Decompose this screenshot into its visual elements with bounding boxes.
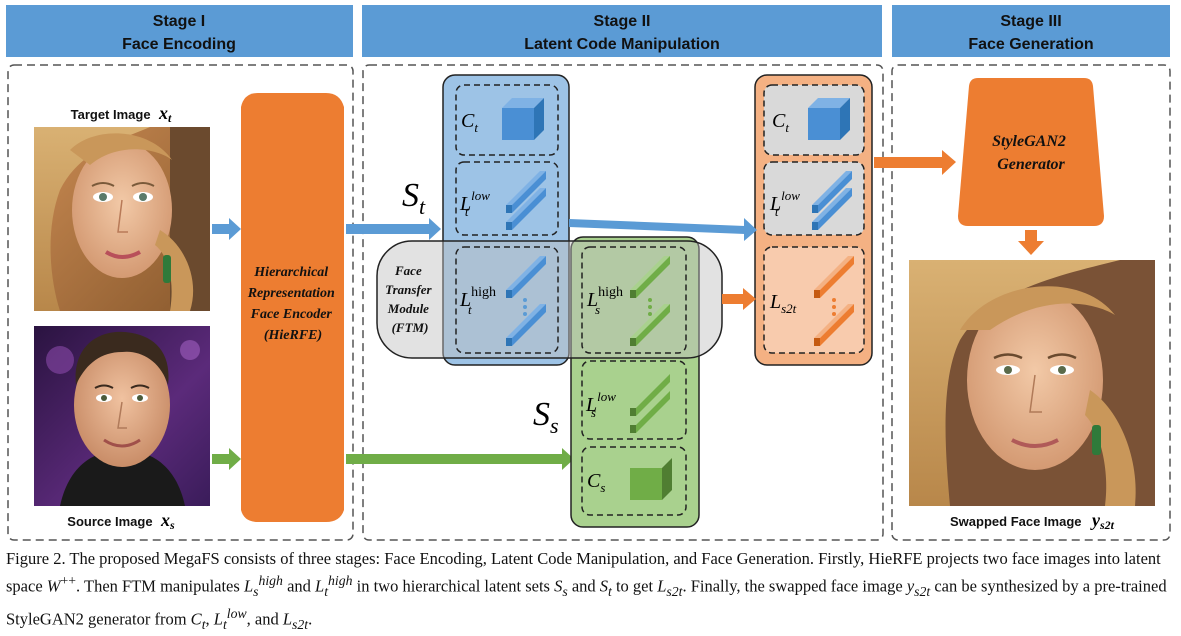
bars-ls-low (630, 374, 670, 433)
arrow-encoder-to-target-set (346, 218, 441, 240)
hierfe-encoder: Hierarchical Representation Face Encoder… (241, 93, 344, 522)
stage-2-header: Stage II Latent Code Manipulation (362, 5, 882, 57)
stage-3-header: Stage III Face Generation (892, 5, 1170, 57)
figure-caption: Figure 2. The proposed MegaFS consists o… (6, 549, 1167, 632)
arrow-output-to-generator (874, 150, 956, 175)
encoder-line-3: Face Encoder (250, 307, 333, 322)
ftm-line-1: Face (394, 263, 422, 278)
stage-2-frame (362, 64, 884, 541)
encoder-line-1: Hierarchical (253, 265, 328, 280)
source-face-image (34, 326, 210, 506)
stylegan2-generator: StyleGAN2 Generator (958, 78, 1104, 226)
source-image-label: Source Image xs (67, 510, 175, 532)
stage-3-title: Stage III (1000, 13, 1061, 30)
stage-2-title: Stage II (594, 13, 651, 30)
stage-1-title: Stage I (153, 13, 205, 30)
stage-3-frame (891, 64, 1171, 541)
svg-text:Face Transfer Modu: Face Transfer Module (FTM) (385, 263, 435, 335)
stage-3-subtitle: Face Generation (968, 36, 1093, 53)
arrow-target-to-output (569, 218, 757, 241)
svg-text:Ct: Ct (461, 110, 478, 135)
ftm-line-3: Module (387, 301, 429, 316)
svg-text:Cs: Cs (587, 470, 605, 495)
arrow-ftm-to-ls2t (722, 288, 756, 310)
arrow-encoder-to-source-set (346, 448, 574, 470)
stage-1-frame (7, 64, 354, 541)
bars-out-lt-low (812, 171, 852, 230)
arrow-generator-to-image (1018, 230, 1044, 255)
bars-out-ls2t (814, 256, 854, 346)
source-set-label: Ss (533, 396, 559, 438)
svg-text:Ls2t: Ls2t (769, 291, 797, 316)
cell-ct: Ct (455, 84, 559, 156)
encoder-line-4: (HieRFE) (264, 328, 322, 343)
arrow-target-to-encoder (212, 218, 241, 240)
cube-ct (502, 98, 544, 140)
target-image-label: Target Image xt (71, 103, 172, 125)
ftm-module: Face Transfer Module (FTM) (376, 240, 723, 359)
target-face-image (34, 127, 210, 311)
swapped-image-label: Swapped Face Image ys2t (950, 510, 1115, 532)
svg-text:Ct: Ct (772, 110, 789, 135)
bars-lt-low (506, 171, 546, 230)
generator-line-1: StyleGAN2 (992, 133, 1066, 150)
generator-line-2: Generator (997, 156, 1065, 173)
cube-cs (630, 458, 672, 500)
svg-text:StyleGAN2 Generator: StyleGAN2 Generator (992, 133, 1070, 173)
stage-2-subtitle: Latent Code Manipulation (524, 36, 720, 53)
arrow-source-to-encoder (212, 448, 241, 470)
stage-1-header: Stage I Face Encoding (6, 5, 353, 57)
stage-1-subtitle: Face Encoding (122, 36, 236, 53)
target-set-label: St (402, 177, 426, 219)
megafs-diagram: Stage I Face Encoding Stage II Latent Co… (6, 5, 1171, 541)
svg-text:Hierarchical Representat: Hierarchical Representation Face Encoder… (247, 265, 339, 343)
cell-out-ls2t: Ls2t (763, 246, 865, 354)
bars-lt-high (506, 256, 546, 346)
cube-out-ct (808, 98, 850, 140)
swapped-face-image (909, 260, 1155, 506)
bars-ls-high (630, 256, 670, 346)
cell-out-ct: Ct (763, 84, 865, 156)
ftm-line-2: Transfer (385, 282, 432, 297)
encoder-line-2: Representation (247, 286, 335, 301)
ftm-line-4: (FTM) (392, 320, 429, 335)
cell-cs: Cs (581, 446, 687, 516)
